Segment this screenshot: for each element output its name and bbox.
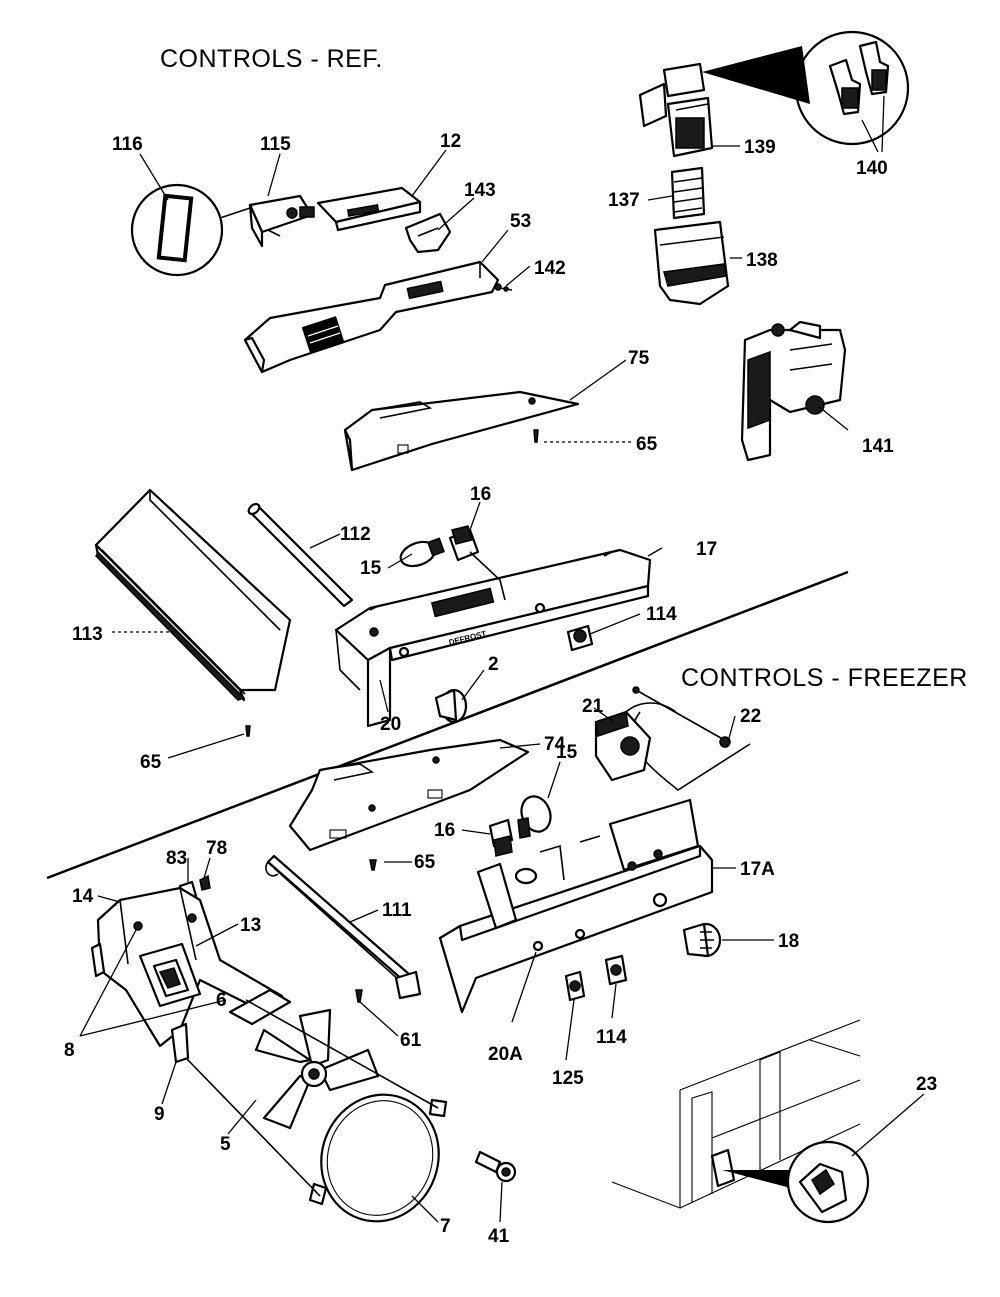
liner-113 [94,488,292,702]
switch-125 [564,970,586,1002]
socket-16-ref [448,525,506,601]
control-panel-17: DEFROST [334,548,652,728]
label-6: 6 [216,990,227,1011]
switch-114-ref [566,624,594,652]
label-23: 23 [916,1074,937,1095]
control-panel-17A [438,798,714,1014]
label-17: 17 [696,539,717,560]
clip-143 [404,212,452,254]
label-15-ref: 15 [360,558,382,579]
label-7: 7 [440,1216,451,1237]
label-137: 137 [608,190,640,211]
control-housing-115 [248,194,315,248]
fan-blade-5 [254,1008,380,1130]
label-2: 2 [488,654,499,675]
label-12: 12 [440,131,461,152]
label-114-ref: 114 [646,604,677,625]
leader-lines [79,95,925,1223]
label-78: 78 [206,838,227,859]
label-16-freezer: 16 [434,820,455,841]
label-18: 18 [778,931,799,952]
label-83: 83 [166,848,187,869]
knob-18 [682,922,722,958]
label-22: 22 [740,706,761,727]
title-controls-ref: CONTROLS - REF. [160,45,383,73]
label-113: 113 [72,624,103,645]
cover-74 [288,738,530,852]
fan-shroud-7 [185,999,448,1223]
label-5: 5 [220,1134,231,1155]
label-16-ref: 16 [470,484,491,505]
screw-41 [474,1150,517,1183]
clip-78 [199,874,211,891]
screw-65-a [533,429,539,443]
screw-61 [355,989,363,1003]
switch-114-freezer [604,954,628,986]
label-112: 112 [340,524,371,545]
label-143: 143 [464,180,496,201]
screw-142 [499,286,513,292]
lamp-15-freezer [517,795,552,839]
filter-screen-137 [670,166,706,220]
label-41: 41 [488,1226,510,1247]
control-bracket-53 [243,260,502,374]
label-74: 74 [544,734,566,755]
label-65-upper: 65 [636,434,658,455]
label-20: 20 [380,714,401,735]
label-17A: 17A [740,859,775,880]
gasket-116-callout [130,183,251,277]
label-142: 142 [534,258,566,279]
fan-motor-13 [138,942,202,1008]
label-61: 61 [400,1030,422,1051]
label-116: 116 [112,134,143,155]
label-125: 125 [552,1068,584,1089]
label-139: 139 [744,137,776,158]
knob-2 [434,688,468,724]
tube-112 [247,502,354,608]
thermostat-21 [594,702,677,782]
bracket-12 [316,186,422,232]
label-20A: 20A [488,1044,523,1065]
label-140: 140 [856,158,888,179]
label-53: 53 [510,211,531,232]
water-valve-141 [740,320,847,462]
label-111: 111 [382,900,412,921]
section-divider [46,570,849,880]
label-141: 141 [862,436,894,457]
valve-bracket-139 [638,62,714,158]
label-65-left: 65 [140,752,162,773]
harness-111 [265,854,422,1000]
lamp-15-ref [399,537,445,568]
cover-75 [343,390,580,472]
label-75: 75 [628,348,650,369]
socket-16-freezer [488,818,514,857]
label-15-freezer: 15 [556,742,578,763]
label-115: 115 [260,134,291,155]
label-138: 138 [746,250,778,271]
cabinet-detail-23 [611,1019,870,1224]
fitting-140-callout [702,30,910,146]
label-114-freezer: 114 [596,1027,627,1048]
label-8: 8 [64,1040,75,1061]
screw-65-b [245,725,251,737]
label-13: 13 [240,915,261,936]
label-9: 9 [154,1104,165,1125]
bracket-9 [170,1022,190,1064]
label-65-freezer: 65 [414,852,436,873]
label-21: 21 [582,696,604,717]
filter-cap-138 [653,220,730,306]
title-controls-freezer: CONTROLS - FREEZER [681,664,968,692]
label-14: 14 [72,886,94,907]
screw-65-c [369,859,377,871]
